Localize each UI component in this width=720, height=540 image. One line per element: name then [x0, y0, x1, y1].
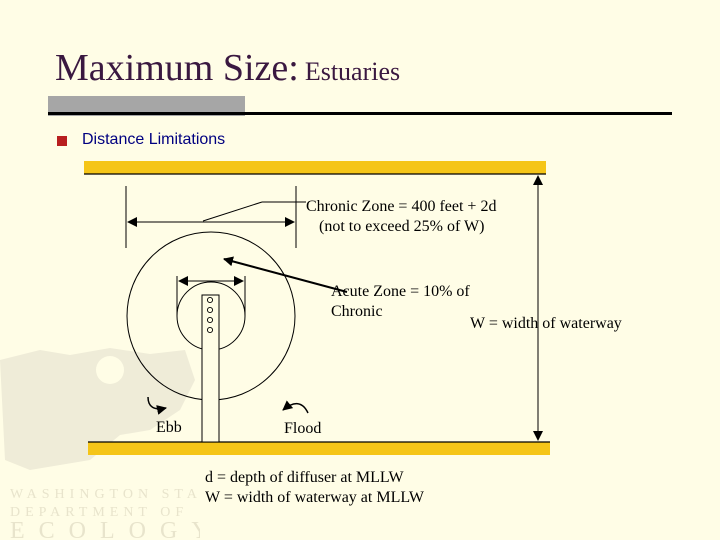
chronic-zone-label-line2: (not to exceed 25% of W)	[319, 218, 485, 235]
watermark-map-shape	[0, 348, 195, 470]
diffuser-port-4	[206, 326, 214, 334]
upper-shoreline	[84, 161, 546, 174]
footnote: d = depth of diffuser at MLLW W = width …	[205, 468, 424, 508]
acute-leader-line	[223, 256, 348, 293]
diffuser-pipe	[201, 294, 220, 443]
ecology-watermark: WASHINGTON STATE DEPARTMENT OF ECOLOGY	[0, 348, 200, 540]
bullet-square-icon	[57, 136, 67, 146]
acute-zone-label-line2: Chronic	[331, 303, 383, 320]
flood-label: Flood	[284, 420, 322, 437]
diffuser-port-1	[206, 296, 214, 304]
bullet-text: Distance Limitations	[82, 131, 226, 148]
footnote-line1: d = depth of diffuser at MLLW	[205, 469, 404, 486]
chronic-leader-line	[202, 201, 263, 222]
acute-zone-label: Acute Zone = 10% of Chronic	[331, 282, 470, 322]
ebb-current-arrow	[147, 396, 167, 415]
ebb-label: Ebb	[156, 419, 182, 436]
watermark-line3: ECOLOGY	[10, 518, 200, 540]
acute-zone-label-line1: Acute Zone = 10% of	[331, 283, 470, 300]
waterway-width-label: W = width of waterway	[470, 315, 622, 332]
watermark-line1: WASHINGTON STATE	[10, 487, 200, 502]
watermark-map-dot	[96, 356, 124, 384]
diffuser-port-3	[206, 316, 214, 324]
title-sub: Estuaries	[304, 57, 401, 86]
chronic-zone-label: Chronic Zone = 400 feet + 2d (not to exc…	[306, 197, 496, 237]
flood-current-arrow	[282, 400, 309, 414]
title-accent-bar	[48, 96, 245, 116]
lower-shoreline	[88, 442, 550, 455]
chronic-zone-label-line1: Chronic Zone = 400 feet + 2d	[306, 198, 497, 215]
footnote-line2: W = width of waterway at MLLW	[205, 489, 425, 506]
title-divider	[48, 112, 672, 115]
page-title: Maximum Size:Estuaries	[55, 46, 400, 90]
title-main: Maximum Size:	[55, 47, 299, 89]
diffuser-port-2	[206, 306, 214, 314]
watermark-line2: DEPARTMENT OF	[10, 505, 188, 520]
